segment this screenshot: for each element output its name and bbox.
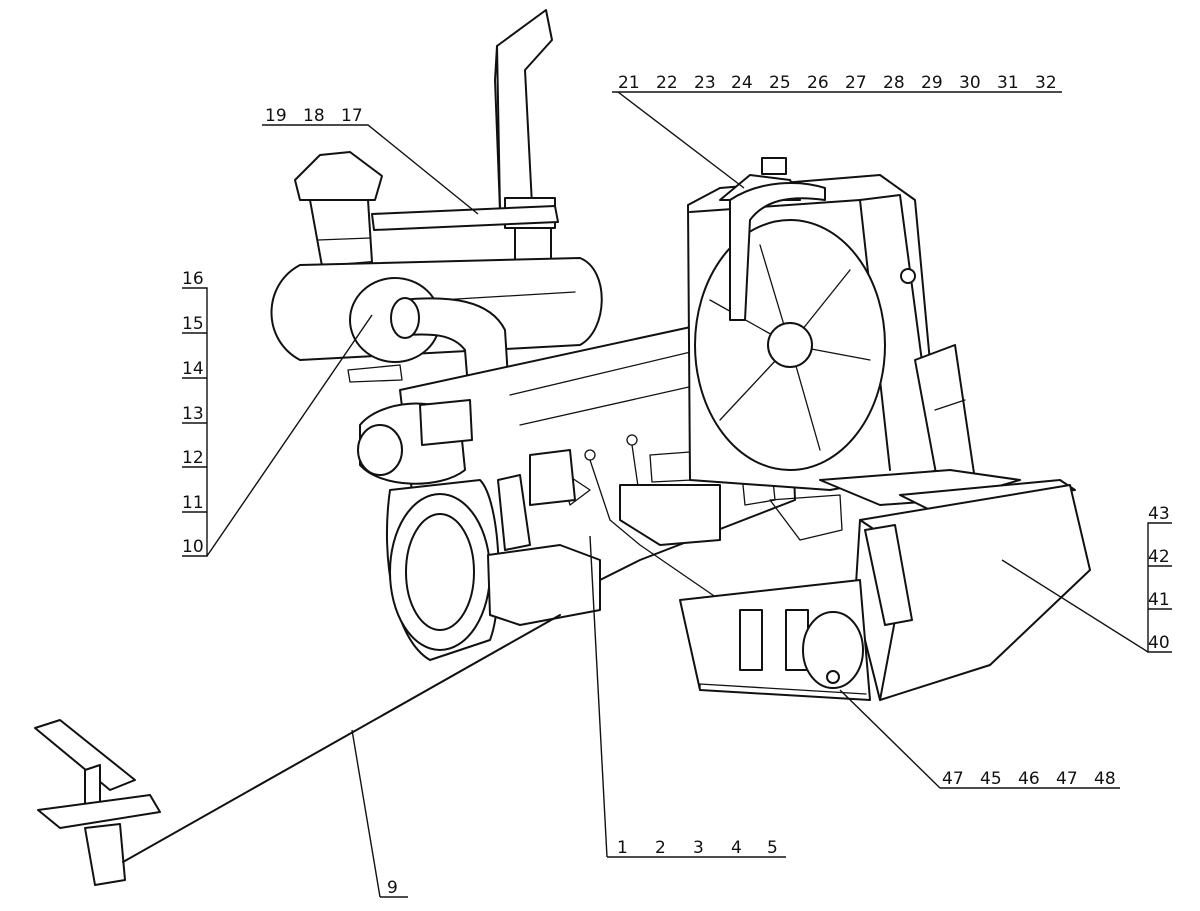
callout-41: 41	[1148, 590, 1170, 610]
throttle-rod	[122, 614, 561, 863]
callout-27: 27	[845, 73, 867, 93]
callout-11: 11	[182, 493, 204, 513]
callout-21: 21	[618, 73, 640, 93]
callouts-bottom-left: 9	[387, 878, 398, 898]
callout-45: 45	[980, 769, 1002, 789]
callout-43: 43	[1148, 504, 1170, 524]
callouts-right-column: 43 42 41 40	[1148, 504, 1170, 653]
callout-42: 42	[1148, 547, 1170, 567]
callout-18: 18	[303, 106, 325, 126]
callout-16: 16	[182, 269, 204, 289]
callout-19: 19	[265, 106, 287, 126]
callout-32: 32	[1035, 73, 1057, 93]
callout-23: 23	[694, 73, 716, 93]
callout-10: 10	[182, 537, 204, 557]
callout-46: 46	[1018, 769, 1040, 789]
callout-28: 28	[883, 73, 905, 93]
callout-1: 1	[617, 838, 628, 858]
callout-25: 25	[769, 73, 791, 93]
callouts-bottom-right: 47 45 46 47 48	[942, 769, 1116, 789]
callout-48: 48	[1094, 769, 1116, 789]
oil-pan	[679, 579, 871, 701]
callouts-left-column: 16 15 14 13 12 11 10	[182, 269, 204, 557]
air-intake-cap	[294, 151, 383, 267]
callout-26: 26	[807, 73, 829, 93]
callouts-top-left: 19 18 17	[265, 106, 363, 126]
callout-12: 12	[182, 448, 204, 468]
callout-31: 31	[997, 73, 1019, 93]
callout-2: 2	[655, 838, 666, 858]
throttle-pedal	[34, 719, 161, 886]
turbocharger	[357, 399, 473, 485]
callout-4: 4	[731, 838, 742, 858]
callout-24: 24	[731, 73, 753, 93]
radiator-base-frame	[819, 469, 1076, 511]
callout-9: 9	[387, 878, 398, 898]
intake-crossover-pipe	[371, 205, 559, 231]
callout-5: 5	[767, 838, 778, 858]
callouts-top-right: 21 22 23 24 25 26 27 28 29 30 31 32	[618, 73, 1057, 93]
callout-15: 15	[182, 314, 204, 334]
exhaust-stack	[494, 9, 556, 265]
callout-30: 30	[959, 73, 981, 93]
flywheel-housing	[385, 474, 601, 661]
callout-14: 14	[182, 359, 204, 379]
callout-47b: 47	[1056, 769, 1078, 789]
callout-17: 17	[341, 106, 363, 126]
callouts-bottom-center: 1 2 3 4 5	[617, 838, 778, 858]
radiator	[687, 157, 976, 496]
callout-13: 13	[182, 404, 204, 424]
callout-3: 3	[693, 838, 704, 858]
callout-47a: 47	[942, 769, 964, 789]
leader-lines	[182, 91, 1172, 898]
callout-22: 22	[656, 73, 678, 93]
callout-29: 29	[921, 73, 943, 93]
callout-40: 40	[1148, 633, 1170, 653]
